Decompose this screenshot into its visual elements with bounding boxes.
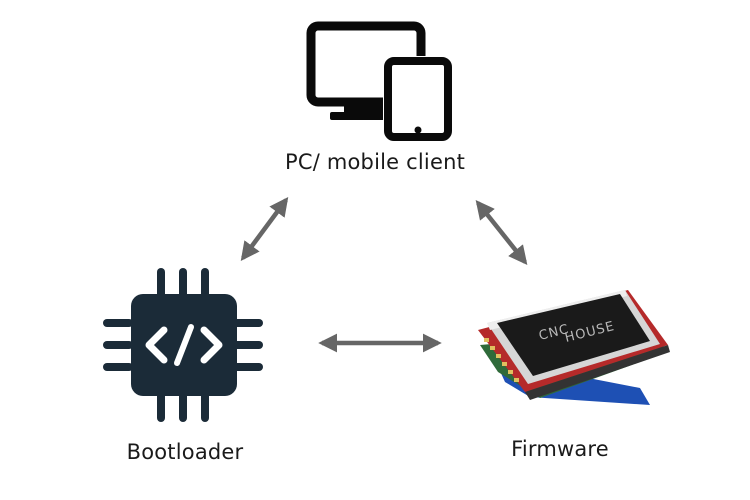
bootloader-label: Bootloader (126, 440, 244, 464)
arrow-pc-firmware (475, 200, 528, 265)
arrow-pc-bootloader (240, 196, 289, 262)
firmware-label: Firmware (511, 437, 609, 461)
lcd-board-image: CNC HOUSE (478, 290, 670, 405)
screen-brand-text-1: CNC (537, 322, 571, 344)
pc-client-label: PC/ mobile client (284, 150, 466, 174)
tablet-icon (383, 56, 453, 141)
chip-code-icon (103, 268, 263, 422)
